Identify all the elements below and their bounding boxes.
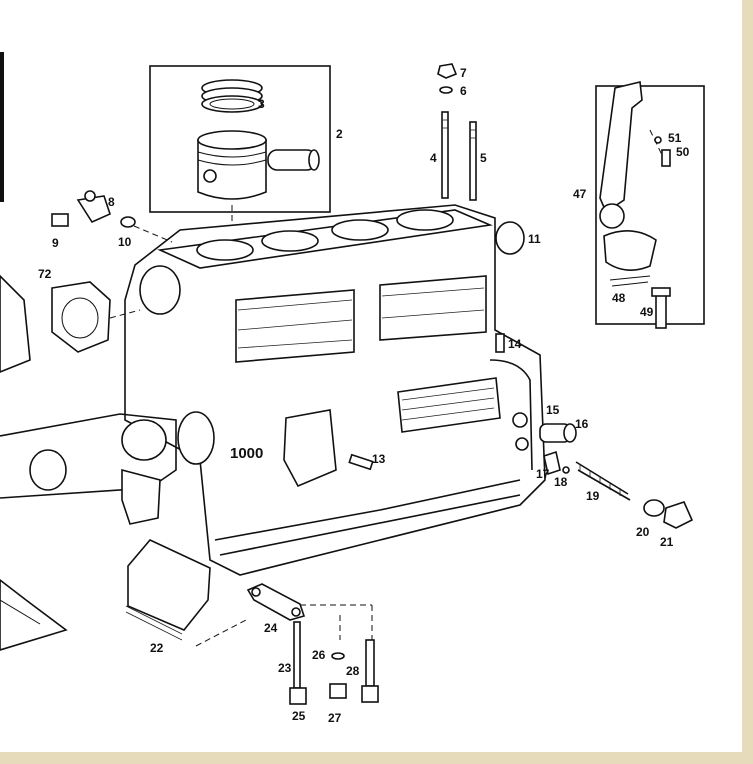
callout-50: 50 [676,145,690,159]
oil-pipe-bracket [246,583,379,705]
head-studs [441,111,477,201]
callout-24: 24 [264,621,278,635]
callout-17: 17 [536,467,550,481]
engine-block [124,204,546,576]
callout-6: 6 [460,84,467,98]
callout-7: 7 [460,66,467,80]
callout-23: 23 [278,661,292,675]
callout-25: 25 [292,709,306,723]
left-edge-bar [0,52,4,202]
callout-51: 51 [668,131,682,145]
callout-49: 49 [640,305,654,319]
engine-block-exploded-diagram: 1000 [0,52,705,725]
dowel-14 [495,333,505,353]
callout-11: 11 [528,232,541,246]
callout-13: 13 [372,452,386,466]
oil-relief-valve [539,423,694,529]
block-marking: 1000 [230,445,263,462]
main-bearing-cap [125,539,247,647]
callout-16: 16 [575,417,589,431]
callout-28: 28 [346,664,360,678]
piston-inset [149,65,331,250]
head-nut-and-washer [437,63,458,94]
connecting-rod-inset [595,81,705,329]
diagram-frame: 1000 [0,0,742,752]
front-cover-and-gasket [0,274,141,373]
callout-19: 19 [586,489,600,503]
callout-3: 3 [258,97,265,111]
callout-4: 4 [430,151,437,165]
piston-rings [201,79,263,113]
callout-9: 9 [52,236,59,250]
gudgeon-pin [267,149,320,171]
callout-14: 14 [508,337,522,351]
callout-27: 27 [328,711,342,725]
callout-48: 48 [612,291,626,305]
callout-47: 47 [573,187,587,201]
callout-72: 72 [38,267,52,281]
callout-8: 8 [108,195,115,209]
piston [197,130,267,200]
callout-2: 2 [336,127,343,141]
sump-fragment [0,578,68,651]
gallery-plug [348,453,374,471]
core-plug [495,221,525,255]
callout-21: 21 [660,535,674,549]
callout-5: 5 [480,151,487,165]
callout-10: 10 [118,235,132,249]
callout-22: 22 [150,641,164,655]
callout-20: 20 [636,525,650,539]
callout-26: 26 [312,648,326,662]
drain-tap [51,190,173,243]
callout-15: 15 [546,403,560,417]
camshaft-bearings [0,413,177,525]
callout-18: 18 [554,475,568,489]
